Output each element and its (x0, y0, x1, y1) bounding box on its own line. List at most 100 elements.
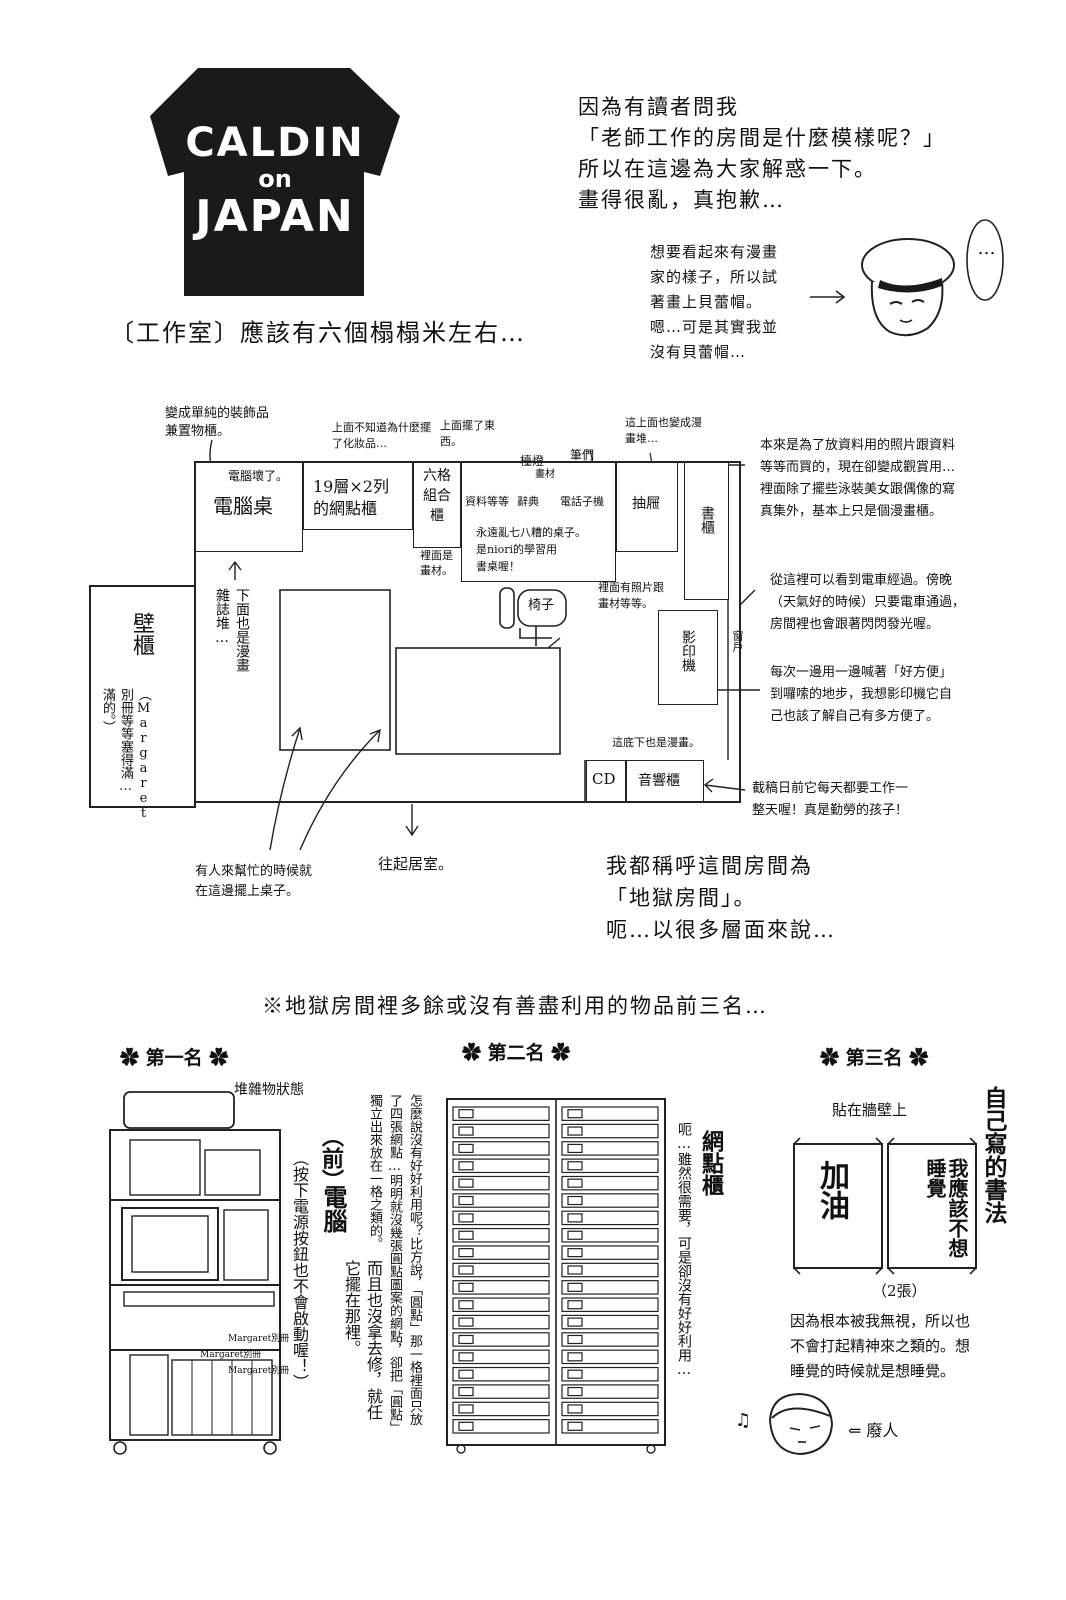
flower-icon: ✿ (462, 1042, 488, 1064)
note-pc-broken: 電腦壞了。 (228, 469, 289, 483)
drawer-label-tab (567, 1109, 583, 1119)
logo-line1: CALDIN (185, 120, 365, 166)
tone-drawer (561, 1366, 659, 1382)
note-desk-helpers-line: 有人來幫忙的時候就 (195, 864, 313, 879)
tone-drawer (452, 1158, 550, 1174)
tone-drawer (561, 1332, 659, 1347)
window-label: 窗戶 (731, 630, 744, 652)
drawer-label-tab (458, 1386, 474, 1397)
rank3-label: 第三名 (845, 1047, 903, 1069)
pc-desk-label: 電腦桌 (213, 494, 273, 518)
drawer-label-tab (567, 1248, 583, 1258)
tone-drawer (561, 1401, 659, 1417)
drawer-inside: 裡面有照片跟畫材等等。 (598, 581, 664, 610)
dictionary-label: 辭典 (517, 495, 539, 508)
rank1-text2: （按下電源按鈕也不會啟動喔！） (290, 1150, 309, 1390)
study-desk (461, 462, 616, 582)
arrow-right-icon (810, 290, 846, 304)
six-cabinet-label: 六格組合櫃 (423, 468, 451, 524)
tone-drawer (561, 1123, 659, 1139)
cd-label: CD (592, 770, 616, 788)
rank3-useless-label: 廢人 (866, 1421, 899, 1440)
right-note-line: 真集外，基本上只是個漫畫櫃。 (760, 504, 943, 519)
drawer-label-tab (458, 1143, 474, 1154)
hell-room-line: 「地獄房間」。 (606, 886, 757, 910)
drawer-label: 抽屜 (632, 496, 660, 512)
drawer-label-tab (567, 1386, 583, 1397)
drawer-label-tab (458, 1334, 474, 1345)
drawer-label-tab (458, 1213, 474, 1223)
rank1-books-label: Margaret別冊 (200, 1350, 262, 1360)
speech-bubble (966, 219, 1004, 301)
drawer-label-tab (458, 1178, 474, 1188)
to-living: 往起居室。 (378, 855, 454, 873)
rank3-desc-line: 因為根本被我無視，所以也 (790, 1312, 971, 1330)
rank2-header: ✿ 第二名 ✿ (462, 1038, 570, 1065)
drawer-label-tab (567, 1404, 583, 1414)
right-note-line: 等等而買的，現在卻變成觀賞用… (760, 460, 956, 475)
rank1-item-prefix: （前） (318, 1125, 344, 1191)
drawer-label-tab (567, 1421, 583, 1431)
note-above-drawer: 這上面也變成漫畫堆… (625, 416, 702, 445)
logo-line3: JAPAN (195, 191, 355, 242)
tone-drawer (561, 1245, 659, 1260)
flower-icon: ✿ (820, 1047, 846, 1069)
copier-label: 影印機 (680, 630, 696, 672)
drawer-label-tab (458, 1195, 474, 1206)
tone-drawer (452, 1123, 550, 1139)
materials-label: 資料等等 (465, 495, 509, 508)
drawer-label-tab (567, 1300, 583, 1310)
drawer-label-tab (567, 1334, 583, 1345)
closet-note: （Margaret別冊等等塞得滿…滿的。） (100, 688, 151, 821)
intro-line: 「老師工作的房間是什麼模樣呢？」 (578, 126, 946, 150)
tone-cabinet (303, 462, 413, 530)
tone-drawer (452, 1227, 550, 1243)
rank3-wall-note: 貼在牆壁上 (832, 1101, 908, 1119)
drawer-label-tab (458, 1404, 474, 1414)
drawer-label-tab (458, 1109, 474, 1119)
tone-drawer (561, 1210, 659, 1226)
drawer-label-tab (458, 1300, 474, 1310)
drawer-label-tab (567, 1195, 583, 1206)
pc-desk (195, 462, 303, 552)
sleepy-face-icon (768, 1392, 834, 1456)
note-top-stuff: 上面擺了東西。 (440, 419, 495, 448)
six-cabinet-inside: 裡面是畫材。 (420, 549, 453, 577)
note-decor: 變成單純的裝飾品兼置物櫃。 (165, 406, 270, 439)
desk-note: 永遠亂七八糟的桌子。 是niori的學習用 書桌喔！ (476, 524, 586, 575)
tone-cabinet-line: 19層×2列 (313, 477, 389, 496)
tone-drawer (452, 1349, 550, 1365)
rank1-item: 電腦 (319, 1185, 348, 1233)
rank1-header: ✿ 第一名 ✿ (120, 1043, 228, 1070)
right-note-line: 裡面除了擺些泳裝美女跟偶像的寫 (760, 482, 956, 497)
rank1-books-label: Margaret別冊 (228, 1366, 290, 1376)
tone-drawer (561, 1141, 659, 1156)
beret-note-line: 想要看起來有漫畫 (650, 243, 779, 261)
speech-bubble-text: … (976, 238, 997, 259)
rank3-desc: 因為根本被我無視，所以也 不會打起精神來之類的。想 睡覺的時候就是想睡覺。 (790, 1309, 970, 1384)
author-face-icon (861, 238, 955, 337)
drawer-label-tab (567, 1369, 583, 1379)
tone-drawer (452, 1193, 550, 1208)
intro-line: 畫得很亂，真抱歉… (578, 188, 785, 212)
right-note-line: 房間裡也會跟著閃閃發光喔。 (770, 617, 940, 632)
tone-drawer (561, 1314, 659, 1330)
right-note-line: 從這裡可以看到電車經過。傍晚 (770, 573, 953, 588)
tone-drawer (561, 1262, 659, 1278)
right-note-line: 每次一邊用一邊喊著「好方便」 (770, 665, 953, 680)
cd-rack (586, 760, 626, 802)
tone-drawer (452, 1332, 550, 1347)
closet-label: 壁櫃 (129, 612, 154, 656)
flower-icon: ✿ (544, 1042, 571, 1064)
note-desk-helpers-line: 在這邊擺上桌子。 (195, 884, 300, 899)
logo-tshirt (150, 68, 400, 296)
right-note-3: 每次一邊用一邊喊著「好方便」 到囉嗦的地步，我想影印機它自 己也該了解自己有多方… (770, 662, 952, 728)
tone-drawer (561, 1280, 659, 1295)
right-note-line: 到囉嗦的地步，我想影印機它自 (770, 687, 953, 702)
hell-room-line: 我都稱呼這間房間為 (606, 854, 813, 878)
drawer-label-tab (567, 1213, 583, 1223)
note-top-unknown: 上面不知道為什麼擺了化妝品… (332, 421, 431, 450)
rank1-label: 第一名 (145, 1047, 203, 1069)
drawer-label-tab (458, 1369, 474, 1379)
tone-drawer (561, 1193, 659, 1208)
